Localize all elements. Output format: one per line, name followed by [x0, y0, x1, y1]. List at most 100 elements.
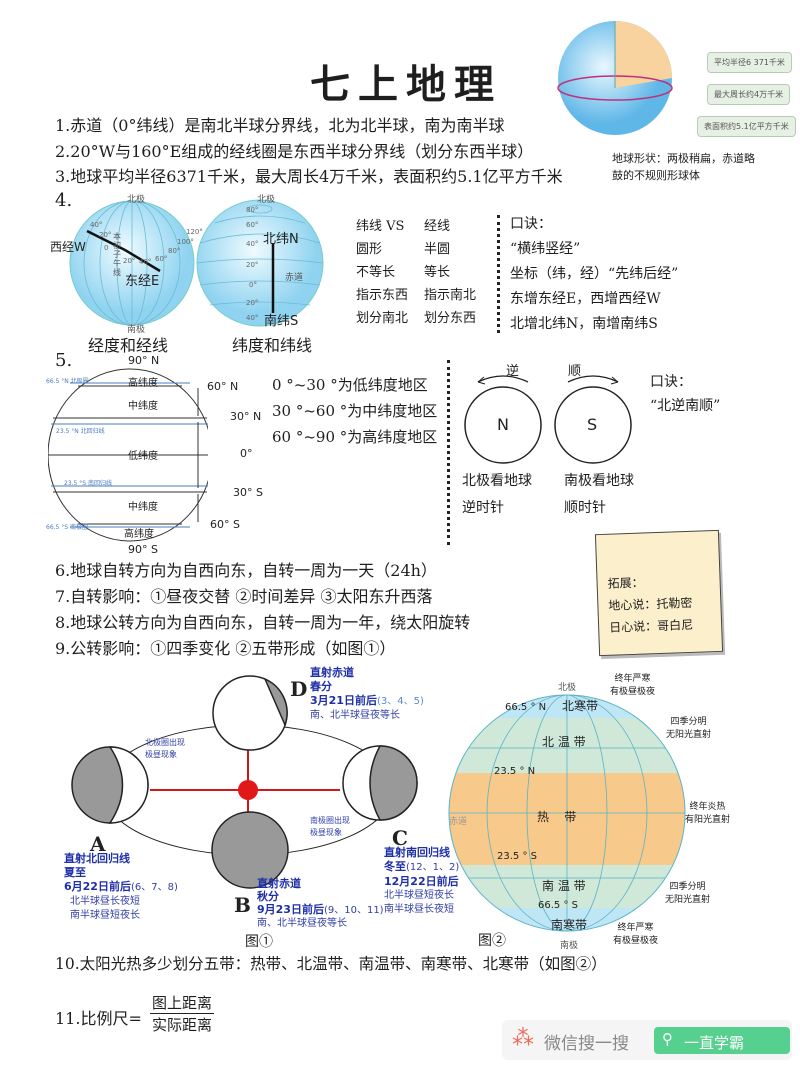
- lat-60s: 60° S: [210, 518, 240, 531]
- lat-tick: 20°: [246, 261, 259, 269]
- zone-high-s: 高纬度: [124, 529, 154, 540]
- text: 有阳光直射: [685, 815, 731, 825]
- cell: 指示南北: [424, 288, 477, 303]
- circumference-label: 最大周长约4万千米: [707, 84, 791, 105]
- lon-tick: 40°: [90, 221, 103, 229]
- north-pole-n: N: [497, 415, 509, 434]
- text: 冬至: [384, 860, 406, 873]
- lat-23n: 23.5 ° N: [494, 766, 536, 777]
- note-3: 3.地球平均半径6371千米，最大周长4万千米，表面积约5.1亿平方千米: [55, 167, 563, 186]
- text: (12、1、2): [406, 862, 460, 873]
- position-d: D: [290, 677, 308, 701]
- figure-2-caption: 图②: [478, 933, 506, 949]
- lat-23s: 23.5 ° S: [497, 851, 537, 862]
- wechat-search-logo-icon: ⁂: [512, 1026, 534, 1051]
- text: 直射赤道: [257, 877, 301, 890]
- lat-30s: 30° S: [233, 486, 263, 499]
- text: 无阳光直射: [666, 730, 712, 740]
- zone-north-frigid: 北寒带: [562, 699, 599, 713]
- table-row: 划分南北划分东西: [356, 307, 476, 330]
- rhyme-line: 坐标（纬，经）“先纬后经”: [510, 266, 679, 282]
- text: 6月22日前后: [64, 880, 131, 893]
- text: 有极昼极夜: [613, 936, 659, 946]
- cell: 不等长: [356, 265, 396, 280]
- table-row: 指示东西指示南北: [356, 284, 476, 307]
- wechat-search-watermark[interactable]: ⁂ 微信搜一搜 ⚲ 一直学霸: [502, 1020, 792, 1060]
- page-title: 七上地理: [310, 61, 502, 108]
- longitude-latitude-globes: [69, 199, 324, 327]
- arctic-polar-day-note: 北极圈出现 极昼现象: [145, 737, 185, 761]
- text: (6、7、8): [130, 882, 178, 893]
- lat-tick: 40°: [246, 240, 259, 248]
- longitude-caption: 经度和经线: [88, 336, 169, 355]
- cell: 等长: [424, 265, 451, 280]
- caption-line: 逆时针: [462, 500, 504, 516]
- lon-tick: 20°: [99, 231, 112, 239]
- sun-icon: [238, 780, 258, 800]
- sticky-line: 日心说：哥白尼: [608, 617, 694, 635]
- frigid-note-n: 终年严寒有极昼极夜: [610, 673, 655, 699]
- lat-30n: 30° N: [230, 410, 262, 423]
- zone-south-frigid: 南寒带: [551, 918, 588, 932]
- lat-tick: 0°: [249, 281, 257, 289]
- position-a: A: [90, 832, 106, 856]
- text: 无阳光直射: [665, 895, 711, 905]
- equator-label: 赤道: [449, 817, 468, 827]
- figure-1-caption: 图①: [245, 934, 273, 950]
- cell: 纬线 VS: [356, 219, 405, 234]
- surface-area-label: 表面积约5.1亿平方千米: [697, 116, 796, 137]
- note-2: 2.20°W与160°E组成的经线圈是东西半球分界线（划分东西半球）: [55, 142, 534, 161]
- divider: [497, 215, 500, 333]
- sticky-title: 拓展：: [607, 575, 644, 591]
- text: 终年严寒: [617, 923, 654, 933]
- north-pole-label: 北极: [127, 195, 146, 205]
- table-row: 不等长 等长: [356, 261, 476, 284]
- text: 夏至: [64, 866, 86, 879]
- position-b: B: [234, 893, 251, 917]
- caption-line: 北极看地球: [462, 473, 532, 489]
- table-row: 圆形半圆: [356, 238, 476, 261]
- text: 北极圈出现: [145, 738, 185, 747]
- prime-meridian-label: 本初子午线: [113, 232, 121, 277]
- note-4-label: 4.: [55, 190, 73, 211]
- text: 3月21日前后: [310, 694, 377, 707]
- tropical-note: 终年炎热有阳光直射: [685, 801, 730, 827]
- winter-solstice-text: 直射南回归线 冬至(12、1、2) 12月22日前后 北半球昼短夜长 南半球昼长…: [384, 846, 459, 917]
- lon-tick: 60°: [155, 255, 168, 263]
- text: (9、10、11): [323, 905, 384, 916]
- antarctic-circle-label: 66.5 °S 南极圈: [46, 524, 88, 531]
- text: 极昼现象: [145, 750, 177, 759]
- extension-sticky-note: 拓展： 地心说：托勒密 日心说：哥白尼: [594, 529, 724, 657]
- rhyme-line: 东增东经E，西增西经W: [510, 291, 661, 307]
- text: 直射赤道: [310, 666, 354, 679]
- search-query: 一直学霸: [684, 1034, 745, 1052]
- search-query-button[interactable]: ⚲ 一直学霸: [654, 1027, 790, 1054]
- text: 直射南回归线: [384, 846, 450, 859]
- note-10: 10.太阳光热多少划分五带：热带、北温带、南温带、南寒带、北寒带（如图②）: [55, 955, 607, 973]
- note-6: 6.地球自转方向为自西向东，自转一周为一天（24h）: [55, 561, 437, 580]
- text: 四季分明: [670, 717, 707, 727]
- tropic-capricorn-label: 23.5 °S 南回归线: [64, 480, 112, 487]
- rotation-direction-diagram: [464, 375, 632, 464]
- note-8: 8.地球公转方向为自西向东，自转一周为一年，绕太阳旋转: [55, 613, 471, 632]
- north-pole-label-2: 北极: [257, 195, 276, 205]
- lat-0: 0°: [240, 447, 253, 460]
- denominator: 实际距离: [152, 1016, 213, 1034]
- sec4-rhyme: 口诀： “横纬竖经” 坐标（纬，经）“先纬后经” 东增东经E，西增西经W 北增北…: [510, 212, 678, 337]
- note-11-label: 11.比例尺=: [55, 1009, 142, 1028]
- cell: 半圆: [424, 242, 451, 257]
- zone-south-temperate: 南 温 带: [542, 879, 586, 893]
- text: 南、北半球昼夜等长: [257, 918, 347, 929]
- arctic-circle-label: 66.5 °N 北极圈: [46, 378, 89, 385]
- text: 南半球昼短夜长: [70, 910, 140, 921]
- text: 春分: [310, 680, 332, 693]
- sticky-line: 地心说：托勒密: [608, 595, 693, 613]
- zone-north-temperate: 北 温 带: [542, 735, 586, 749]
- text: 直射北回归线: [64, 852, 130, 865]
- autumn-equinox-text: 直射赤道 秋分 9月23日前后(9、10、11) 南、北半球昼夜等长: [257, 877, 384, 930]
- south-pole-label: 南极: [127, 325, 146, 335]
- text: (3、4、5): [376, 696, 424, 707]
- lat-66s: 66.5 ° S: [538, 900, 578, 911]
- north-latitude-label: 北纬N: [263, 232, 299, 247]
